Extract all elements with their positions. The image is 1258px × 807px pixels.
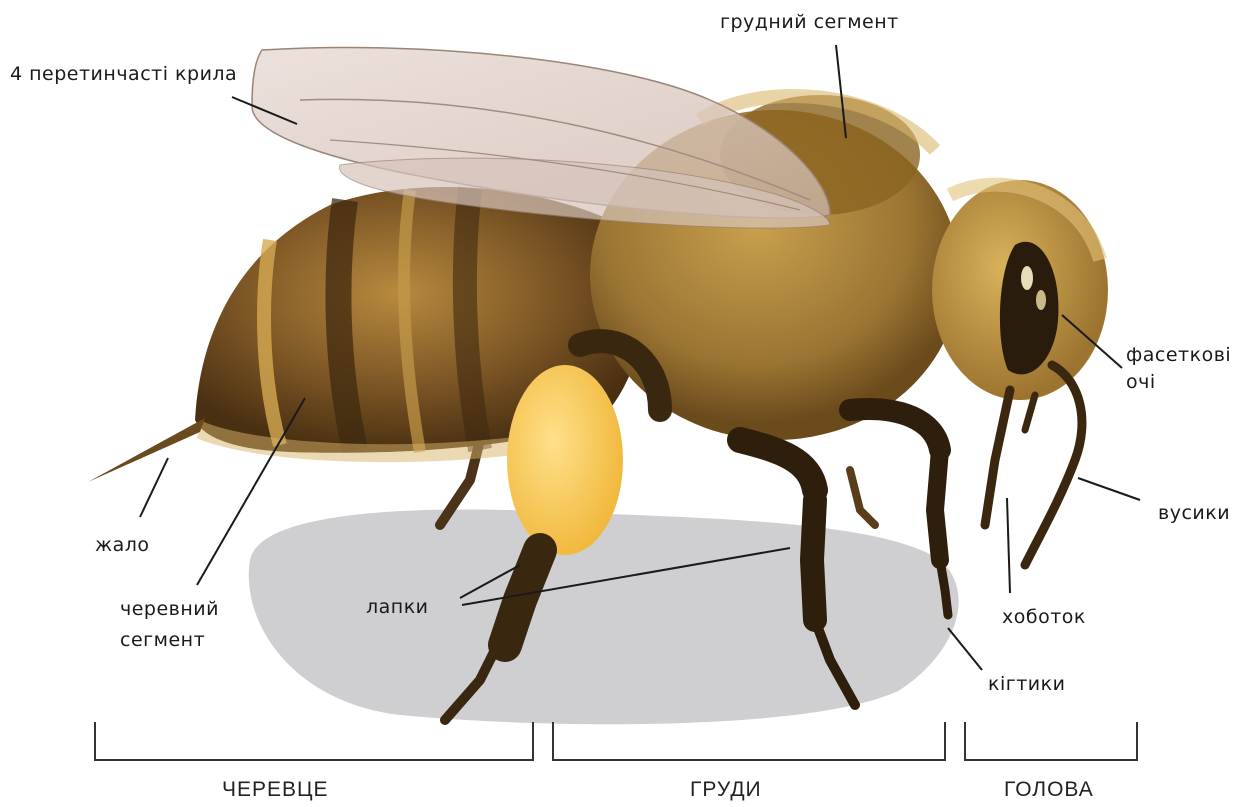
label-proboscis: хоботок — [1002, 605, 1086, 629]
mouthpart-shape — [1025, 395, 1035, 430]
bracket-abdomen — [95, 722, 533, 760]
section-title-thorax: ГРУДИ — [690, 778, 762, 802]
bracket-head — [965, 722, 1137, 760]
middle-leg-lower — [812, 500, 815, 620]
bracket-thorax — [553, 722, 945, 760]
label-compound-eyes-line2: очі — [1126, 370, 1156, 394]
eye-highlight — [1036, 290, 1046, 310]
section-title-head: ГОЛОВА — [1004, 778, 1094, 802]
label-compound-eyes-line1: фасеткові — [1126, 343, 1231, 367]
label-wings: 4 перетинчасті крила — [10, 62, 237, 86]
section-brackets — [95, 722, 1137, 760]
leader-line-antennae — [1078, 478, 1140, 500]
section-title-abdomen: ЧЕРЕВЦЕ — [222, 778, 329, 802]
label-legs: лапки — [366, 595, 429, 619]
label-abdomen-segment-line2: сегмент — [120, 628, 205, 652]
label-claws: кігтики — [988, 672, 1065, 696]
pollen-load — [507, 365, 623, 555]
label-abdomen-segment-line1: черевний — [120, 597, 219, 621]
front-leg-lower — [935, 450, 940, 560]
back-leg-mid — [850, 470, 875, 525]
middle-leg-upper — [740, 440, 815, 490]
eye-highlight — [1021, 266, 1033, 290]
leader-line-claws — [948, 628, 982, 670]
label-antennae: вусики — [1158, 501, 1230, 525]
sting-shape — [88, 418, 205, 482]
leader-line-proboscis — [1007, 498, 1010, 593]
label-sting: жало — [95, 533, 150, 557]
leader-line-sting — [140, 458, 168, 517]
label-thorax-segment: грудний сегмент — [720, 10, 899, 34]
front-leg-upper — [850, 409, 940, 450]
